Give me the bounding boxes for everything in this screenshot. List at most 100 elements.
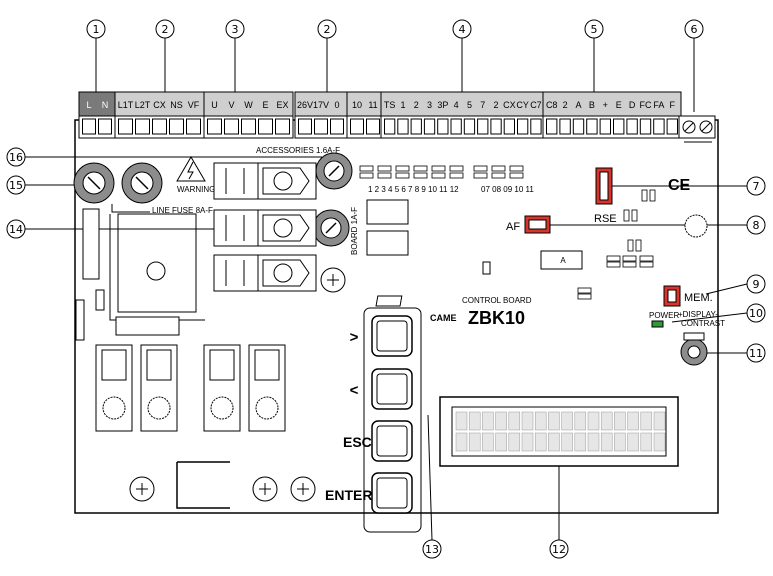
lcd-cell — [455, 411, 468, 431]
certification-badge — [684, 214, 708, 238]
terminal-screw — [135, 118, 150, 135]
callout-6: 6 — [684, 19, 704, 112]
terminal-screw — [572, 118, 585, 135]
button-enter[interactable]: ENTER — [325, 472, 413, 514]
jumper — [431, 165, 446, 172]
power-led: POWER — [649, 311, 679, 328]
terminal-label: 1 — [400, 100, 405, 110]
terminal-label: 10 — [352, 100, 362, 110]
terminal-screw — [546, 118, 558, 135]
lcd-display — [439, 396, 679, 467]
terminal-screw — [463, 118, 476, 135]
mem-connector: MEM. — [663, 285, 713, 307]
terminal-block-aux: 10 11 — [346, 91, 384, 139]
transformer — [75, 208, 205, 341]
svg-text:ESC: ESC — [343, 434, 372, 450]
svg-text:1: 1 — [93, 23, 100, 36]
terminal-label: C7 — [530, 100, 542, 110]
accessories-fuse-label: ACCESSORIES 1.6A-F — [256, 146, 340, 155]
terminal-label: NS — [170, 100, 183, 110]
lcd-cells — [455, 411, 666, 452]
terminal-screw — [559, 118, 571, 135]
terminal-label: 0 — [334, 100, 339, 110]
button-esc[interactable]: ESC — [343, 420, 413, 462]
svg-text:7: 7 — [753, 180, 760, 193]
lcd-cell — [600, 411, 613, 431]
jumper — [622, 255, 637, 262]
button-right[interactable]: > — [350, 315, 413, 357]
brand-logo: CAME — [375, 295, 457, 323]
svg-text:12: 12 — [552, 543, 566, 556]
terminal-label: 2 — [414, 100, 419, 110]
ground-terminal — [678, 115, 716, 143]
chip-label: A — [560, 256, 566, 265]
callout-2a: 2 — [155, 19, 175, 92]
relay-contact — [101, 349, 127, 381]
lcd-cell — [614, 411, 626, 431]
jumper — [577, 293, 592, 300]
lcd-cell — [548, 432, 560, 452]
jumper — [627, 239, 634, 252]
svg-text:5: 5 — [591, 23, 598, 36]
svg-text:2: 2 — [162, 23, 169, 36]
jumper — [359, 172, 374, 179]
af-connector: AF — [506, 215, 551, 234]
terminal-screw — [653, 118, 665, 135]
lcd-cell — [614, 432, 626, 452]
terminal-label: + — [603, 100, 608, 110]
terminal-label: CX — [503, 100, 516, 110]
terminal-screw — [586, 118, 598, 135]
lcd-cell — [521, 411, 534, 431]
jumper — [359, 165, 374, 172]
jumper — [377, 172, 392, 179]
jumper — [377, 165, 392, 172]
terminal-screw — [626, 118, 638, 135]
lcd-cell — [495, 432, 507, 452]
svg-text:16: 16 — [9, 151, 23, 164]
jumper — [631, 209, 638, 222]
terminal-label: F — [670, 100, 676, 110]
terminal-screw — [613, 118, 625, 135]
jumper — [622, 261, 637, 268]
button-left[interactable]: < — [350, 368, 413, 410]
jumper — [473, 165, 488, 172]
callout-16: 16 — [6, 147, 322, 167]
terminal-label: N — [102, 100, 109, 110]
callout-9: 9 — [705, 274, 766, 295]
terminal-label: 11 — [368, 100, 377, 110]
jumper — [431, 172, 446, 179]
terminal-label: 26V — [297, 100, 313, 110]
svg-text:3: 3 — [232, 23, 239, 36]
terminal-screw — [330, 118, 344, 135]
terminal-label: EX — [276, 100, 288, 110]
board-fuse-label: BOARD 1A-F — [350, 207, 359, 255]
callout-3: 3 — [225, 19, 245, 92]
terminal-screw — [82, 118, 96, 135]
jumper — [395, 172, 410, 179]
contrast-trimmer[interactable] — [680, 332, 708, 366]
callout-7: 7 — [612, 176, 766, 196]
jumper — [395, 165, 410, 172]
svg-text:8: 8 — [753, 219, 760, 232]
terminal-screw — [207, 118, 222, 135]
jumper — [639, 261, 654, 268]
svg-text:<: < — [350, 382, 359, 399]
jumper — [649, 189, 656, 202]
terminal-screw — [639, 118, 652, 135]
warning-symbol: WARNING! — [176, 156, 218, 194]
terminal-label: FC — [640, 100, 652, 110]
display-contrast-label: +DISPLAY- — [678, 310, 718, 319]
terminal-screw — [224, 118, 239, 135]
callout-group: 1 2 3 2 4 5 6 7 8 9 10 11 12 13 14 15 16 — [6, 19, 766, 559]
terminal-screw — [666, 118, 678, 135]
relay-contact — [209, 349, 235, 381]
rse-connector: RSE — [594, 167, 617, 225]
callout-11: 11 — [700, 343, 766, 363]
svg-text:RSE: RSE — [594, 213, 617, 225]
jumper — [449, 165, 464, 172]
terminal-label: B — [589, 100, 595, 110]
lcd-cell — [548, 411, 560, 431]
lcd-cell — [482, 411, 494, 431]
